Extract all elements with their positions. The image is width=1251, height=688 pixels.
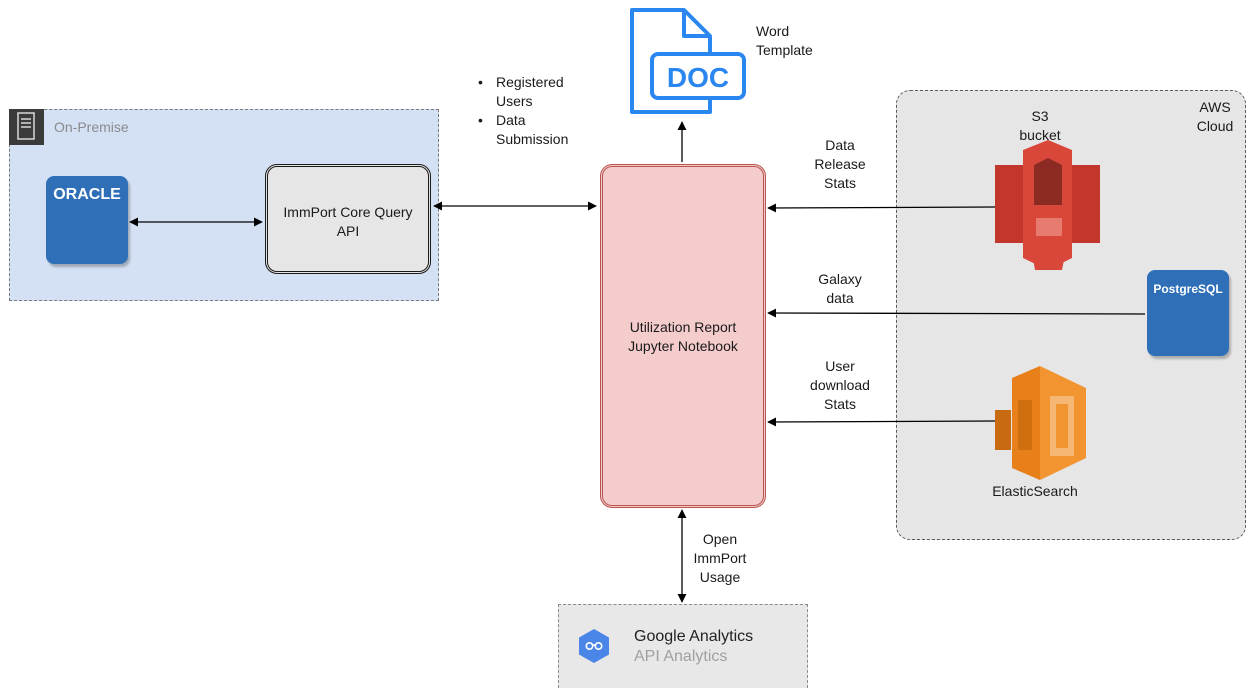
aws-cloud-label: AWS Cloud — [1196, 99, 1234, 134]
data-release-stats-label: Data Release Stats — [814, 137, 866, 191]
doc-file-icon: DOC — [630, 8, 746, 114]
google-analytics-title: Google Analytics — [634, 628, 754, 645]
utilization-report-node[interactable] — [600, 164, 766, 508]
google-analytics-subtitle: API Analytics — [634, 648, 728, 665]
on-premise-label: On-Premise — [54, 119, 129, 135]
registered-users-data-list: Registered Users Data Submission — [478, 73, 568, 149]
s3-bucket-label: S3 bucket — [1019, 108, 1061, 143]
s3-bucket-icon — [995, 140, 1100, 270]
google-analytics-icon — [576, 628, 612, 664]
bullet-data-submission: Data Submission — [478, 111, 568, 149]
elasticsearch-icon — [995, 366, 1086, 480]
user-download-stats-label: User download Stats — [810, 358, 870, 412]
s3-report-connector — [767, 203, 996, 213]
oracle-label: ORACLE — [53, 186, 121, 203]
bullet-registered-users: Registered Users — [478, 73, 568, 111]
word-template-label: Word Template — [756, 23, 813, 58]
postgresql-label: PostgreSQL — [1153, 282, 1223, 296]
galaxy-data-label: Galaxy data — [818, 271, 862, 306]
postgresql-node[interactable] — [1147, 270, 1229, 356]
api-label: ImmPort Core Query API — [283, 204, 413, 239]
elasticsearch-label: ElasticSearch — [992, 483, 1078, 499]
elastic-report-connector — [767, 417, 996, 427]
open-immport-usage-label: Open ImmPort Usage — [693, 531, 747, 585]
oracle-database-node[interactable] — [46, 176, 128, 264]
doc-icon-text: DOC — [667, 62, 729, 93]
immport-core-query-api-node[interactable] — [265, 164, 431, 274]
server-icon — [9, 109, 44, 145]
postgres-report-connector — [767, 308, 1146, 318]
utilization-report-label: Utilization Report Jupyter Notebook — [628, 319, 738, 354]
